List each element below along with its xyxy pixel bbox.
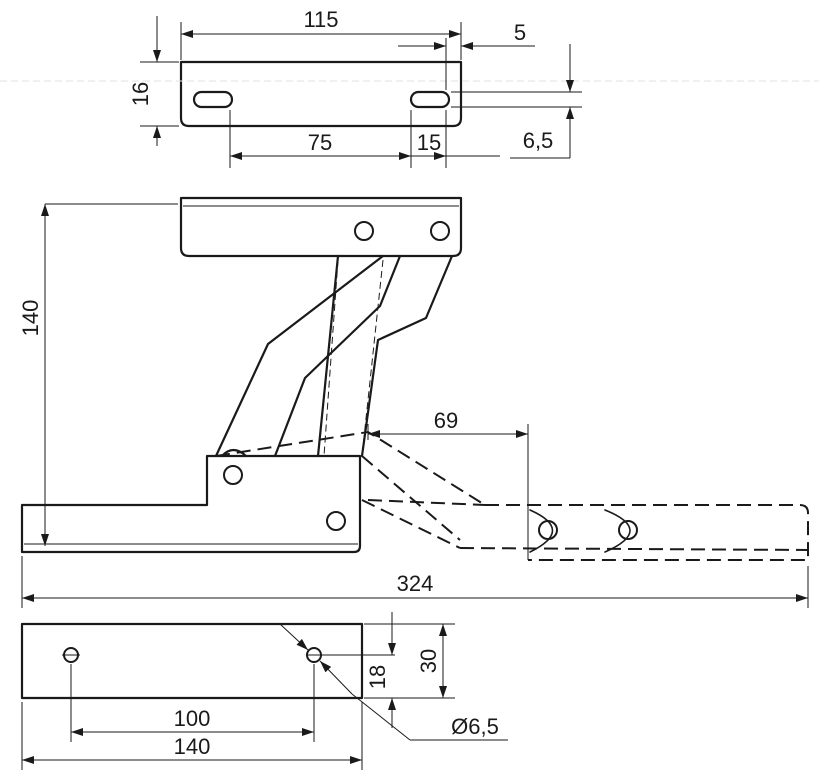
left-slot: [192, 90, 234, 109]
dim-hole-spacing: 100: [174, 706, 211, 731]
upper-pivot-right: [430, 221, 450, 241]
dim-slot-spacing: 75: [308, 130, 332, 155]
dim-hole-height: 18: [365, 665, 390, 689]
dim-total-height: 140: [18, 300, 43, 337]
dim-base-length: 140: [174, 734, 211, 759]
base-plate: [20, 622, 364, 700]
bottom-view: 100 140 18 30 Ø6,5: [20, 612, 508, 770]
mounting-plate-outline: [179, 60, 463, 128]
dim-total-length: 324: [397, 571, 434, 596]
dim-top-length: 115: [303, 7, 338, 32]
open-position-phantom: [215, 430, 809, 561]
front-arm: [214, 254, 402, 458]
dim-base-width: 30: [416, 649, 441, 673]
base-bracket: [20, 454, 362, 554]
base-pivot-lower: [326, 511, 346, 531]
dim-slot-offset: 5: [514, 20, 526, 45]
dim-travel: 69: [434, 408, 458, 433]
top-view: 115 5 16 75 15 6,5: [0, 7, 819, 168]
dim-plate-height: 16: [128, 82, 153, 106]
upper-bracket: [179, 196, 463, 258]
upper-pivot-left: [354, 221, 374, 241]
base-pivot-upper: [223, 465, 243, 485]
rear-arm: [316, 254, 454, 458]
right-slot: [409, 90, 451, 109]
dim-slot-end: 15: [417, 130, 441, 155]
dim-slot-height: 6,5: [523, 128, 554, 153]
dim-hole-diameter: Ø6,5: [451, 714, 499, 739]
side-view: 140 69 324: [18, 196, 809, 608]
